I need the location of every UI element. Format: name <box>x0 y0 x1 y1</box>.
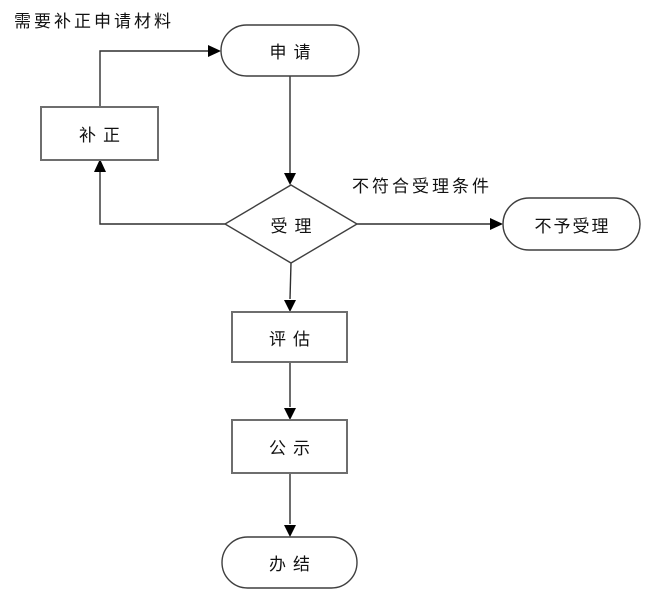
node-accept-shape <box>223 184 359 264</box>
arrowhead-into-complete <box>284 525 296 537</box>
node-apply-shape <box>220 24 360 77</box>
edge-accept-supplement <box>99 172 225 225</box>
arrowhead-into-apply <box>208 45 221 57</box>
arrowhead-into-publicize <box>284 408 296 420</box>
arrowhead-into-supplement <box>94 159 106 172</box>
arrowhead-into-reject <box>490 218 503 230</box>
arrowhead-into-accept <box>284 173 296 185</box>
edge-label-not-meet-condition: 不符合受理条件 <box>352 177 492 196</box>
edge-accept-evaluate <box>289 262 292 300</box>
node-supplement-shape <box>40 106 159 161</box>
node-publicize-shape <box>231 419 348 474</box>
node-reject-shape <box>502 197 641 251</box>
edge-supplement-apply <box>99 50 208 107</box>
node-evaluate-shape <box>231 311 348 363</box>
note-need-supplement: 需要补正申请材料 <box>14 12 174 31</box>
arrowhead-into-evaluate <box>284 300 296 312</box>
node-complete-shape <box>221 536 358 589</box>
